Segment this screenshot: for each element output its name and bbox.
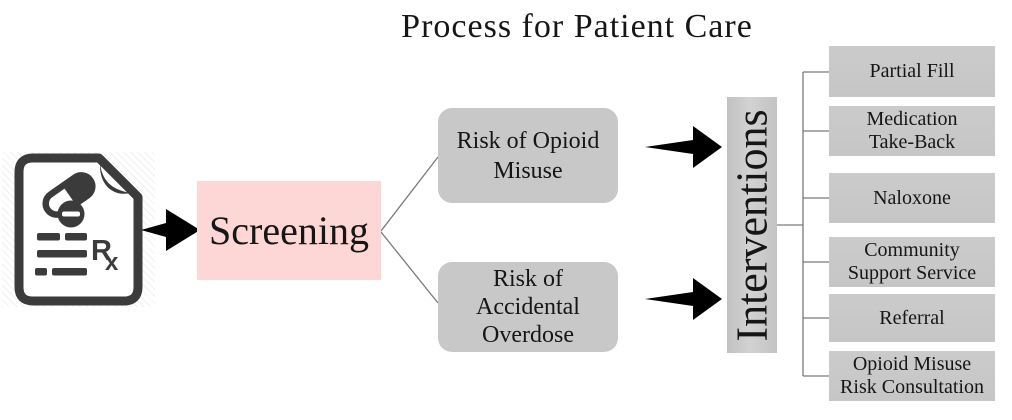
branch-line-to-accidental-overdose	[380, 231, 439, 304]
intervention-opioid-misuse-risk-consultation: Opioid Misuse Risk Consultation	[829, 351, 995, 401]
risk-box-accidental-overdose: Risk of Accidental Overdose	[438, 262, 618, 352]
rx-symbol-x: x	[105, 249, 119, 276]
screening-box: Screening	[197, 181, 381, 280]
intervention-label: Opioid Misuse Risk Consultation	[840, 353, 984, 398]
intervention-label: Community Support Service	[847, 239, 977, 284]
intervention-label: Medication Take-Back	[866, 108, 958, 153]
intervention-naloxone: Naloxone	[829, 173, 995, 223]
rx-symbol-r: R	[91, 235, 112, 267]
arrow-rx-to-screening-icon	[141, 209, 200, 251]
intervention-medication-take-back: Medication Take-Back	[829, 106, 995, 156]
arrow-overdose-to-interventions-icon	[645, 278, 722, 320]
branch-line-to-opioid-misuse	[380, 156, 439, 232]
risk-accidental-overdose-label: Risk of Accidental Overdose	[476, 266, 580, 348]
screening-label: Screening	[209, 208, 369, 253]
circle-minus-icon	[57, 200, 85, 228]
arrow-misuse-to-interventions-icon	[645, 126, 722, 168]
intervention-label: Referral	[879, 306, 945, 329]
intervention-label: Partial Fill	[869, 60, 955, 82]
intervention-partial-fill: Partial Fill	[829, 46, 995, 97]
folded-corner-icon	[99, 163, 131, 194]
intervention-label: Naloxone	[873, 186, 951, 209]
risk-box-opioid-misuse: Risk of Opioid Misuse	[438, 108, 618, 203]
capsule-pill-icon	[42, 172, 96, 218]
intervention-referral: Referral	[829, 294, 995, 342]
interventions-hub: Interventions	[727, 97, 777, 353]
interventions-label: Interventions	[727, 108, 777, 342]
prescription-rx-document-icon: R x	[2, 152, 155, 307]
intervention-community-support-service: Community Support Service	[829, 237, 995, 287]
risk-opioid-misuse-label: Risk of Opioid Misuse	[456, 127, 600, 184]
script-text-lines-icon	[35, 233, 87, 276]
page-title: Process for Patient Care	[401, 8, 753, 45]
